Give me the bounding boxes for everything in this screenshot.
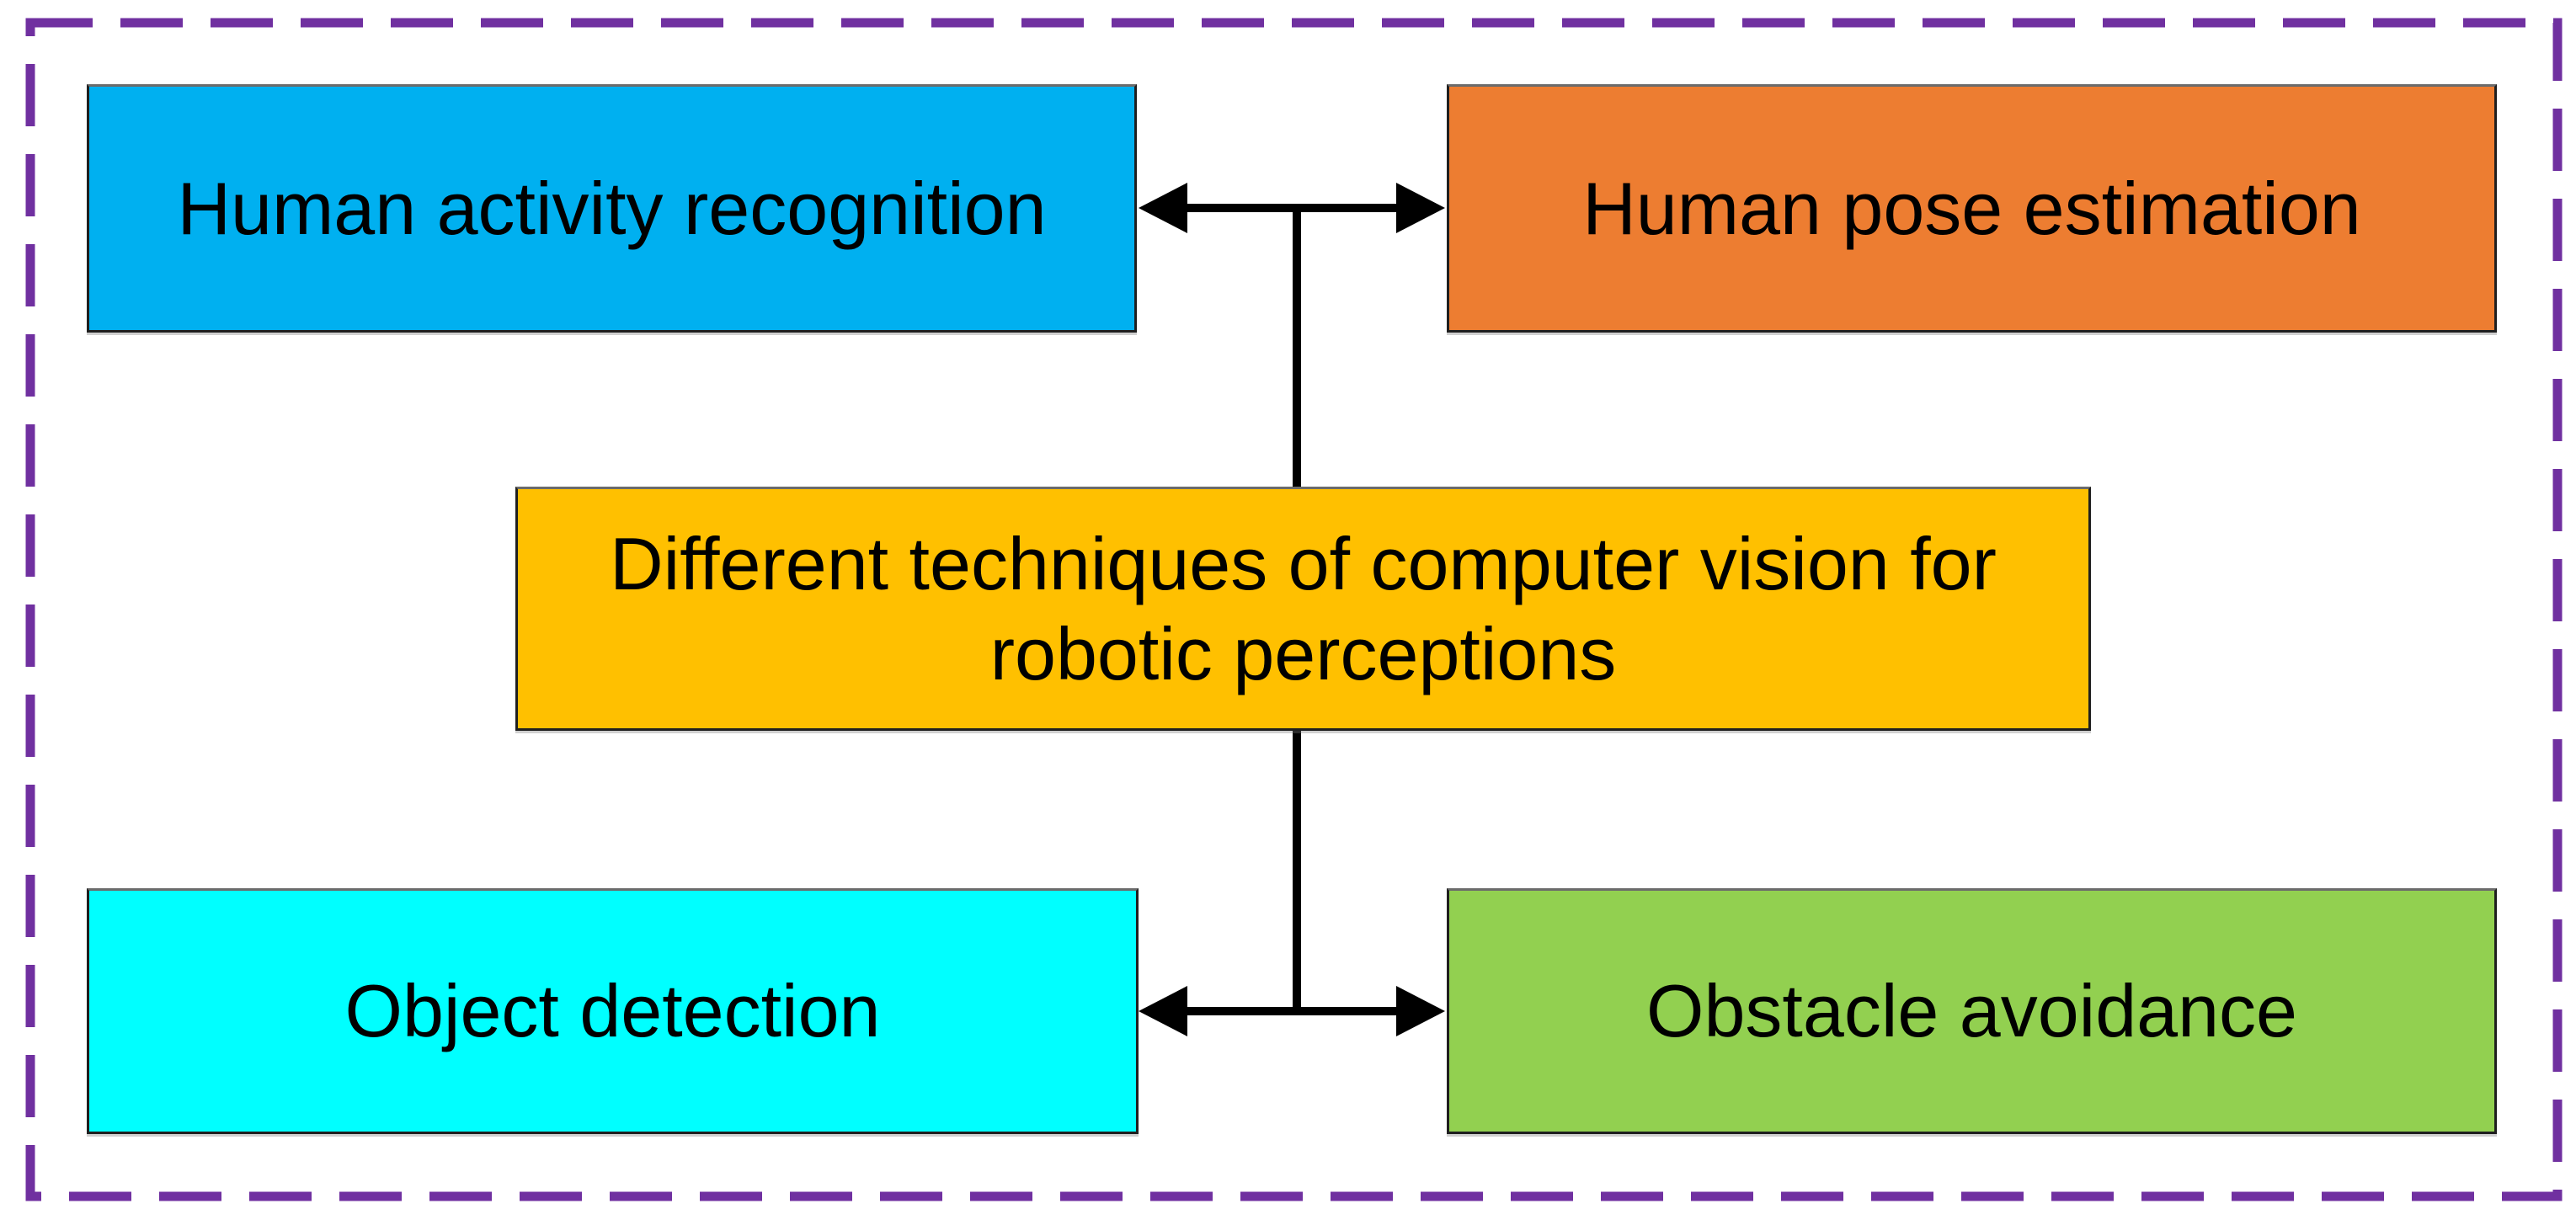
box-center-title: Different techniques of computer vision … bbox=[515, 487, 2091, 731]
box-human-pose-estimation: Human pose estimation bbox=[1447, 84, 2497, 333]
bottom-connector bbox=[1139, 731, 1445, 1036]
box-label: Obstacle avoidance bbox=[1646, 969, 2297, 1053]
box-human-activity-recognition: Human activity recognition bbox=[87, 84, 1137, 333]
arrowhead-left-icon bbox=[1139, 986, 1187, 1036]
arrowhead-left-icon bbox=[1139, 183, 1187, 233]
arrowhead-right-icon bbox=[1396, 986, 1445, 1036]
box-label: Object detection bbox=[344, 969, 881, 1053]
box-label: Human activity recognition bbox=[177, 166, 1047, 250]
box-object-detection: Object detection bbox=[87, 888, 1139, 1134]
box-label-line-2: robotic perceptions bbox=[989, 612, 1617, 695]
box-label: Different techniques of computer vision … bbox=[610, 519, 1997, 700]
arrowhead-right-icon bbox=[1396, 183, 1445, 233]
box-label: Human pose estimation bbox=[1582, 166, 2361, 250]
box-label-line-1: Different techniques of computer vision … bbox=[610, 521, 1997, 605]
top-connector bbox=[1139, 183, 1445, 487]
box-obstacle-avoidance: Obstacle avoidance bbox=[1447, 888, 2497, 1134]
dashed-border bbox=[25, 18, 2563, 1201]
